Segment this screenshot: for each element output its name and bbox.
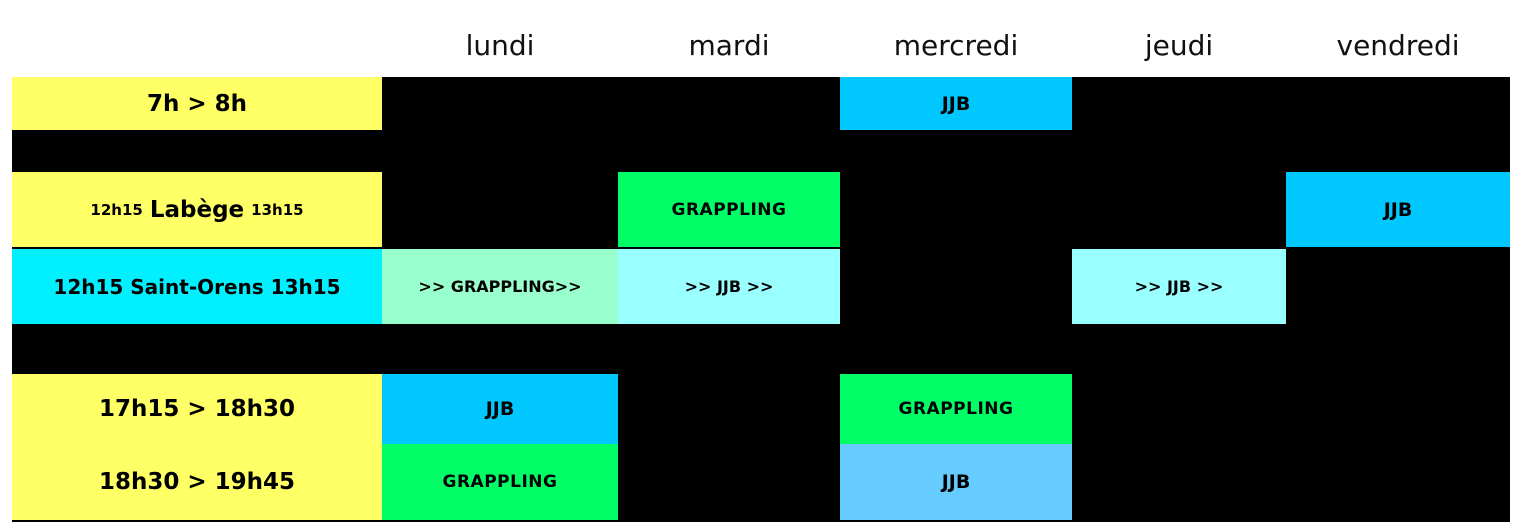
day-header-mardi: mardi: [688, 28, 770, 62]
labege-end-time: 13h15: [251, 200, 304, 219]
session-mon-1715-jjb: JJB: [382, 374, 618, 444]
session-wed-7h-jjb: JJB: [840, 77, 1072, 130]
day-header-vendredi: vendredi: [1336, 28, 1460, 62]
time-slot-18h30-19h45: 18h30 > 19h45: [12, 444, 382, 520]
schedule-grid: 7h > 8h 12h15 Labège 13h15 12h15 Saint-O…: [12, 77, 1510, 522]
session-fri-labege-jjb: JJB: [1286, 172, 1510, 247]
day-header-jeudi: jeudi: [1144, 28, 1214, 62]
session-thu-saint-orens-jjb: >> JJB >>: [1072, 249, 1286, 324]
session-tue-saint-orens-jjb: >> JJB >>: [618, 249, 840, 324]
time-slot-17h15-18h30: 17h15 > 18h30: [12, 374, 382, 444]
labege-start-time: 12h15: [90, 200, 143, 219]
time-slot-labege: 12h15 Labège 13h15: [12, 172, 382, 247]
time-slot-saint-orens: 12h15 Saint-Orens 13h15: [12, 249, 382, 324]
labege-place: Labège: [149, 196, 245, 223]
day-header-mercredi: mercredi: [893, 28, 1019, 62]
session-tue-labege-grappling: GRAPPLING: [618, 172, 840, 247]
session-wed-1830-jjb: JJB: [840, 444, 1072, 520]
day-header-lundi: lundi: [465, 28, 535, 62]
session-mon-1830-grappling: GRAPPLING: [382, 444, 618, 520]
session-wed-1715-grappling: GRAPPLING: [840, 374, 1072, 444]
time-slot-7h-8h: 7h > 8h: [12, 77, 382, 130]
session-mon-saint-orens-grappling: >> GRAPPLING>>: [382, 249, 618, 324]
